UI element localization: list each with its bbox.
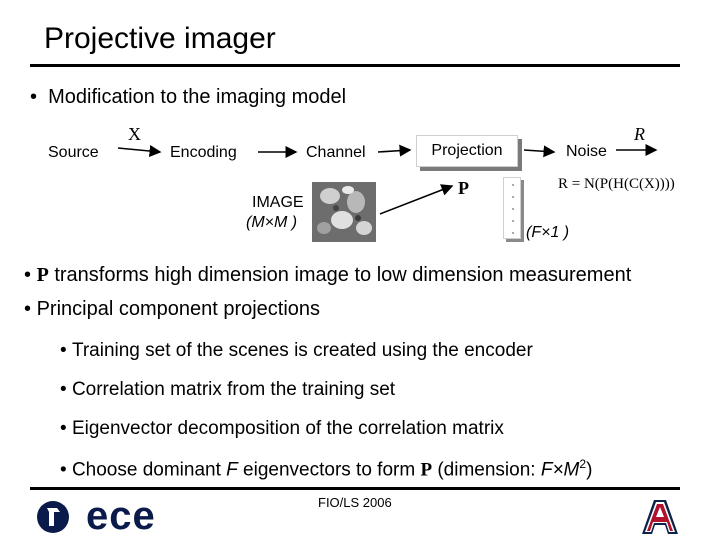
equation-text: R = N(P(H(C(X)))) [558,176,675,192]
footer-center-text: FIO/LS 2006 [318,495,392,510]
bullet-p-text: transforms high dimension image to low d… [49,264,632,286]
sub-bullet-correlation: • Correlation matrix from the training s… [60,379,395,401]
bullet-dot: • [60,459,72,480]
ece-logo-text: ece [86,494,156,539]
sub-bullet-text-post: (dimension: [432,459,541,480]
sub-bullet-training: • Training set of the scenes is created … [60,340,533,362]
sub-bullet-f: F [226,459,238,480]
equation: R = N(P(H(C(X)))) [558,176,675,193]
channel-label: Channel [306,144,366,162]
r-label: R [634,124,645,145]
sub-bullet-dominant: • Choose dominant F eigenvectors to form… [60,457,592,481]
bullet-dot: • [60,340,72,361]
noise-label: Noise [566,143,607,161]
projection-box: Projection [416,135,518,167]
encoding-label: Encoding [170,144,237,162]
bullet-dot: • [60,379,72,400]
source-label: Source [48,144,99,162]
bullet-dot: • [60,418,72,439]
projection-label: Projection [431,142,502,160]
sub-bullet-text-pre: Choose dominant [72,459,226,480]
sub-bullet-close: ) [586,459,592,480]
arrow-projection-noise [524,150,554,152]
vector-dots [504,178,522,240]
bullet-pca: • Principal component projections [24,298,320,321]
arrow-channel-projection [378,150,410,152]
ece-logo-icon [36,500,70,534]
arrow-image-to-p [380,186,452,214]
x-label: X [128,124,141,145]
sub-bullet-text-mid: eigenvectors to form [238,459,421,480]
image-label: IMAGE [252,194,304,212]
university-a-logo-icon [638,496,682,536]
sub-bullet-p: P [420,459,432,480]
sub-bullet-text: Training set of the scenes is created us… [72,340,533,361]
bullet-dot: • [24,264,37,286]
image-dims: (M×M ) [246,214,297,232]
bullet-p-transforms: • P transforms high dimension image to l… [24,264,631,287]
bullet-pca-text: Principal component projections [37,298,321,320]
sub-bullet-text: Correlation matrix from the training set [72,379,395,400]
p-label: P [458,178,469,199]
sub-bullet-dim: F×M [541,459,580,480]
scene-image-thumbnail [312,182,376,242]
arrow-source-encoding [118,148,160,152]
footer-divider [30,487,680,490]
bullet-dot: • [24,298,37,320]
sub-bullet-eigen: • Eigenvector decomposition of the corre… [60,418,504,440]
bullet-p-symbol: P [37,264,49,286]
measurement-vector [503,177,521,239]
sub-bullet-text: Eigenvector decomposition of the correla… [72,418,504,439]
vector-dims: (F×1 ) [526,224,569,242]
